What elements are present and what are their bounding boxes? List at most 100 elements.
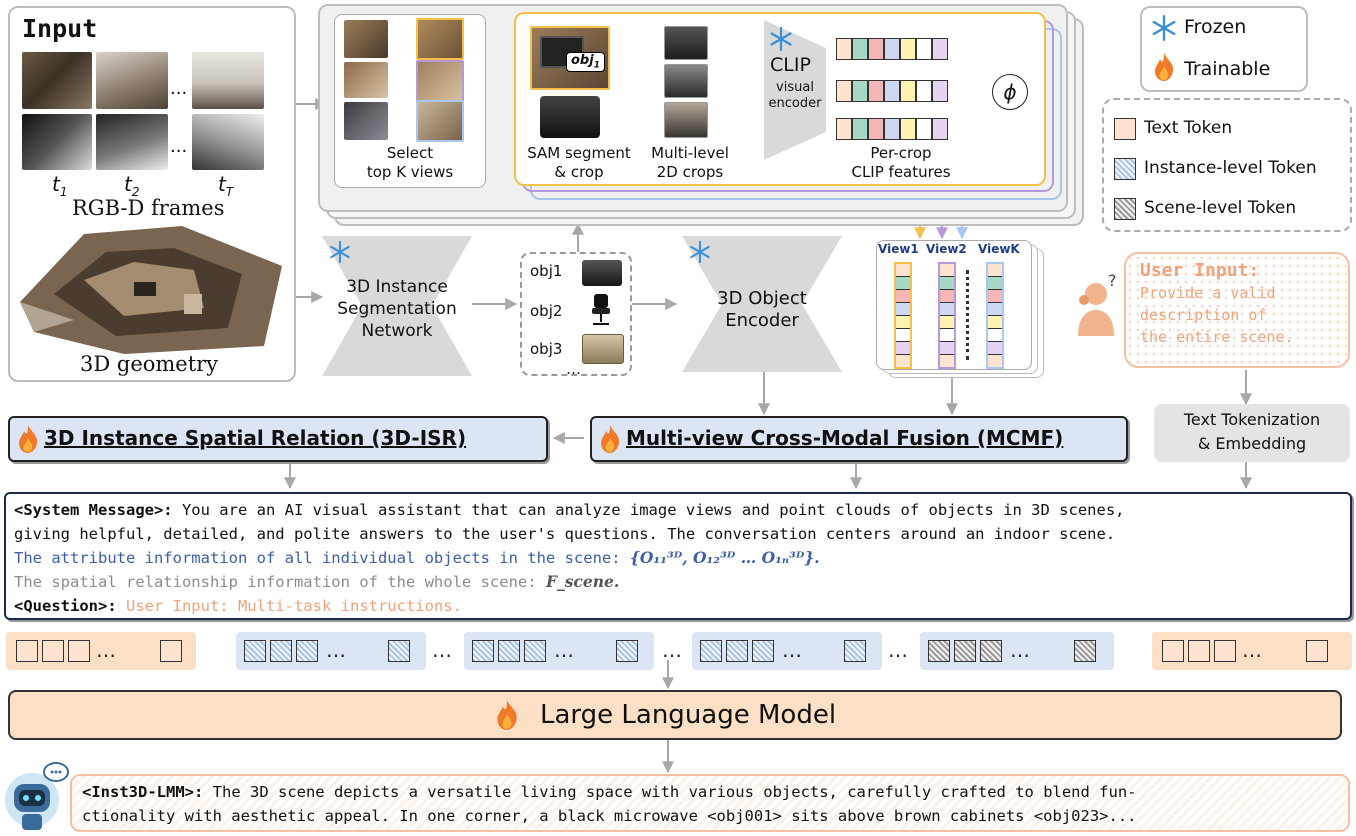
isr-label: 3D Instance Spatial Relation (3D-ISR) — [44, 426, 467, 450]
token — [160, 640, 182, 662]
token — [1214, 640, 1236, 662]
flame-icon — [601, 425, 620, 453]
phi-node: ϕ — [992, 74, 1028, 110]
token-legend — [1102, 98, 1352, 232]
view-column-1 — [894, 262, 912, 369]
flame-icon — [19, 425, 38, 453]
view-label-k: ViewK — [978, 242, 1020, 256]
segmented-microwave — [540, 96, 600, 138]
depth-ellipsis: ... — [170, 136, 188, 157]
legend-scene-token: Scene-level Token — [1144, 198, 1297, 218]
object-label-2: obj2 — [530, 302, 563, 320]
view-column-k — [986, 262, 1004, 369]
rgb-frame-1 — [22, 52, 92, 109]
token-ellipsis: … — [888, 638, 908, 662]
depth-frame-2 — [96, 114, 168, 170]
view-label-2: View2 — [926, 242, 967, 256]
user-input-line-2: description of — [1140, 306, 1267, 324]
rgbd-label: RGB-D frames — [72, 196, 225, 220]
topk-view-2 — [416, 60, 464, 102]
topk-view-k — [416, 100, 464, 142]
clip-encoder-shape — [764, 20, 826, 160]
token — [42, 640, 64, 662]
token — [524, 640, 546, 662]
output-box: <Inst3D-LMM>: The 3D scene depicts a ver… — [70, 774, 1350, 832]
llm-bar — [8, 690, 1342, 740]
token-ellipsis: … — [554, 638, 574, 662]
legend-frozen: Frozen — [1184, 16, 1247, 38]
rgb-frame-2 — [96, 52, 168, 109]
isr-module — [8, 416, 548, 462]
output-line-1: <Inst3D-LMM>: The 3D scene depicts a ver… — [82, 783, 1137, 801]
output-line-2: ctionality with aesthetic appeal. In one… — [82, 807, 1137, 825]
input-title: Input — [22, 14, 98, 43]
token — [1162, 640, 1184, 662]
object-label-1: obj1 — [530, 262, 563, 280]
object-label-3: obj3 — [530, 340, 563, 358]
objects-box — [520, 252, 632, 376]
geometry-label: 3D geometry — [80, 352, 219, 376]
legend-instance-token-swatch — [1114, 158, 1136, 180]
token-ellipsis: … — [1010, 638, 1030, 662]
token — [472, 640, 494, 662]
snowflake-icon — [690, 240, 710, 264]
tokenization-label: Text Tokenization& Embedding — [1183, 410, 1321, 453]
legend-trainable: Trainable — [1184, 58, 1271, 80]
user-input-title: User Input: — [1140, 260, 1260, 281]
clip-title: CLIP — [770, 54, 811, 76]
rgb-frame-t — [192, 52, 264, 109]
token — [700, 640, 722, 662]
frame-label-1: t1 — [52, 172, 68, 199]
legend-instance-token: Instance-level Token — [1144, 158, 1317, 178]
legend-text-token-swatch — [1114, 118, 1136, 140]
svg-text:?: ? — [1108, 271, 1117, 290]
user-input-bubble — [1124, 252, 1350, 368]
snowflake-icon — [770, 26, 792, 52]
user-input-line-1: Provide a valid — [1140, 284, 1276, 302]
token-ellipsis: … — [782, 638, 802, 662]
question-line: <Question>: User Input: Multi-task instr… — [14, 597, 462, 615]
attribute-line: The attribute information of all individ… — [14, 548, 820, 567]
token — [1306, 640, 1328, 662]
objects-ellipsis: … — [566, 360, 581, 378]
view-label-1: View1 — [878, 242, 919, 256]
token — [498, 640, 520, 662]
token — [980, 640, 1002, 662]
token-ellipsis: … — [432, 638, 452, 662]
feature-row-3 — [836, 118, 948, 140]
crop-level-1 — [664, 26, 708, 60]
feature-row-2 — [836, 80, 948, 102]
token — [928, 640, 950, 662]
legend-scene-token-swatch — [1114, 198, 1136, 220]
scene-point-cloud — [20, 226, 282, 354]
token — [244, 640, 266, 662]
view-thumb-1 — [344, 20, 388, 58]
token — [954, 640, 976, 662]
token — [844, 640, 866, 662]
seg-network-shape — [322, 236, 472, 376]
object-thumb-chair — [592, 294, 610, 325]
flame-icon — [1155, 53, 1174, 81]
tokenization-module — [1154, 404, 1350, 462]
token — [726, 640, 748, 662]
feature-row-1 — [836, 38, 948, 60]
token — [68, 640, 90, 662]
user-input-line-3: the entire scene. — [1140, 328, 1294, 346]
view-column-dots — [966, 270, 973, 360]
token — [1074, 640, 1096, 662]
frame-label-t: tT — [218, 172, 234, 199]
crop-level-3 — [664, 102, 708, 138]
object-encoder-shape — [682, 236, 842, 372]
mcmf-label: Multi-view Cross-Modal Fusion (MCMF) — [626, 426, 1064, 450]
token — [16, 640, 38, 662]
spatial-line: The spatial relationship information of … — [14, 572, 620, 591]
object-thumb-microwave — [582, 260, 622, 286]
token — [296, 640, 318, 662]
obj-tag: obj1 — [566, 52, 605, 72]
